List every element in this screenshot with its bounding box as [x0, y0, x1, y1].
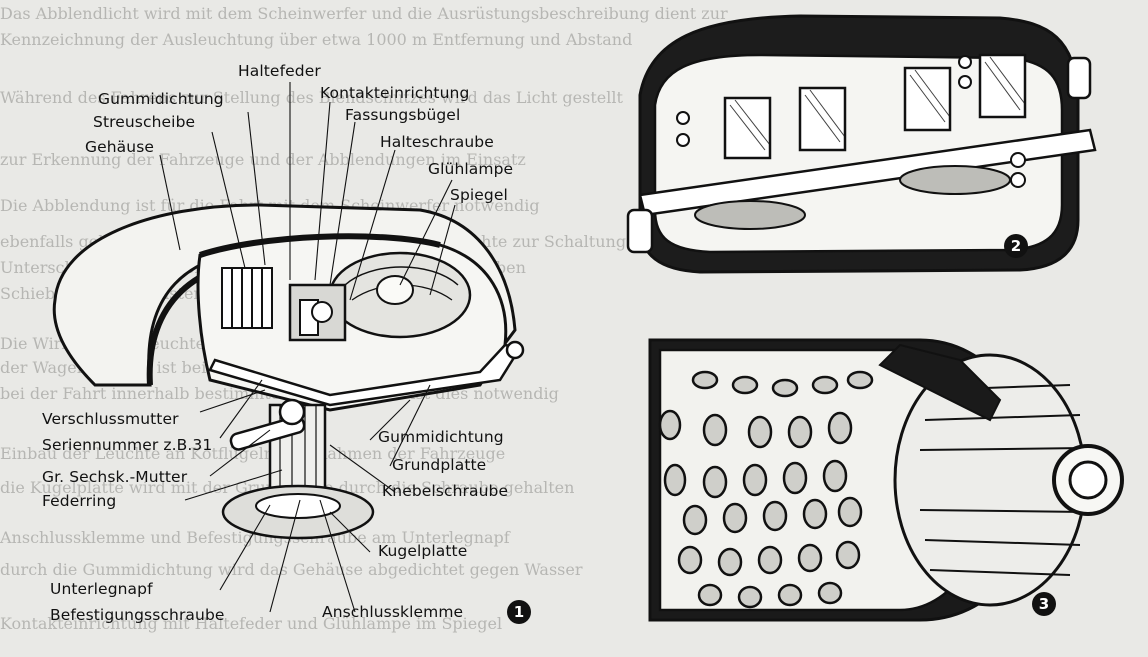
figure-number-3: 3	[1032, 592, 1056, 616]
label-halteschraube: Halteschraube	[380, 133, 494, 151]
label-kontakteinrichtung: Kontakteinrichtung	[320, 84, 470, 102]
label-verschlussmutter: Verschlussmutter	[42, 410, 179, 428]
base-plate	[208, 343, 523, 407]
label-kugelplatte: Kugelplatte	[378, 542, 468, 560]
label-gehaeuse: Gehäuse	[85, 138, 155, 156]
bulb	[376, 275, 414, 305]
label-knebelschraube: Knebelschraube	[382, 482, 509, 500]
label-streuscheibe: Streuscheibe	[93, 113, 196, 131]
label-befestigungsschraube: Befestigungsschraube	[50, 606, 225, 624]
label-gluehlampe: Glühlampe	[428, 160, 514, 178]
label-gummidichtung-top: Gummidichtung	[98, 90, 224, 108]
figure1-leader-lines	[159, 82, 456, 613]
window-grille	[221, 267, 273, 329]
label-gr-sechsk-mutter: Gr. Sechsk.-Mutter	[42, 468, 188, 486]
background-text-line: durch die Gummidichtung wird das Gehäuse…	[0, 560, 583, 579]
background-text-line: Einbau der Leuchte an Kotflügeln und Rah…	[0, 444, 506, 463]
background-text-line: Anschlussklemme und Befestigungsschraube…	[0, 528, 510, 547]
label-haltefeder: Haltefeder	[238, 62, 321, 80]
figure1-lamp-cutaway	[52, 203, 525, 540]
background-text-line: Kontakteinrichtung mit Haltefeder und Gl…	[0, 614, 503, 633]
figure2-lamp-front	[626, 14, 1097, 274]
background-text-line: Während des Fahrens zur Stellung des Ble…	[0, 88, 623, 107]
figure-number-1: 1	[507, 600, 531, 624]
label-spiegel: Spiegel	[450, 186, 508, 204]
label-fassungsbuegel: Fassungsbügel	[345, 106, 461, 124]
label-grundplatte: Grundplatte	[392, 456, 487, 474]
label-seriennummer: Seriennummer z.B.31	[42, 436, 213, 454]
label-gummidichtung-bottom: Gummidichtung	[378, 428, 504, 446]
background-text-line: Kennzeichnung der Ausleuchtung über etwa…	[0, 30, 633, 49]
label-anschlussklemme: Anschlussklemme	[322, 603, 464, 621]
clamp-bar	[638, 128, 1097, 217]
figure3-lamp-rear	[648, 338, 1124, 622]
background-text-line: Das Abblendlicht wird mit dem Scheinwerf…	[0, 4, 728, 23]
figure-number-2: 2	[1004, 234, 1028, 258]
cooling-holes	[658, 370, 874, 609]
background-text-line: zur Erkennung der Fahrzeuge und der Abbl…	[0, 150, 526, 169]
toggle-screw	[229, 415, 306, 451]
label-unterlegnapf: Unterlegnapf	[50, 580, 153, 598]
label-federring: Federring	[42, 492, 117, 510]
